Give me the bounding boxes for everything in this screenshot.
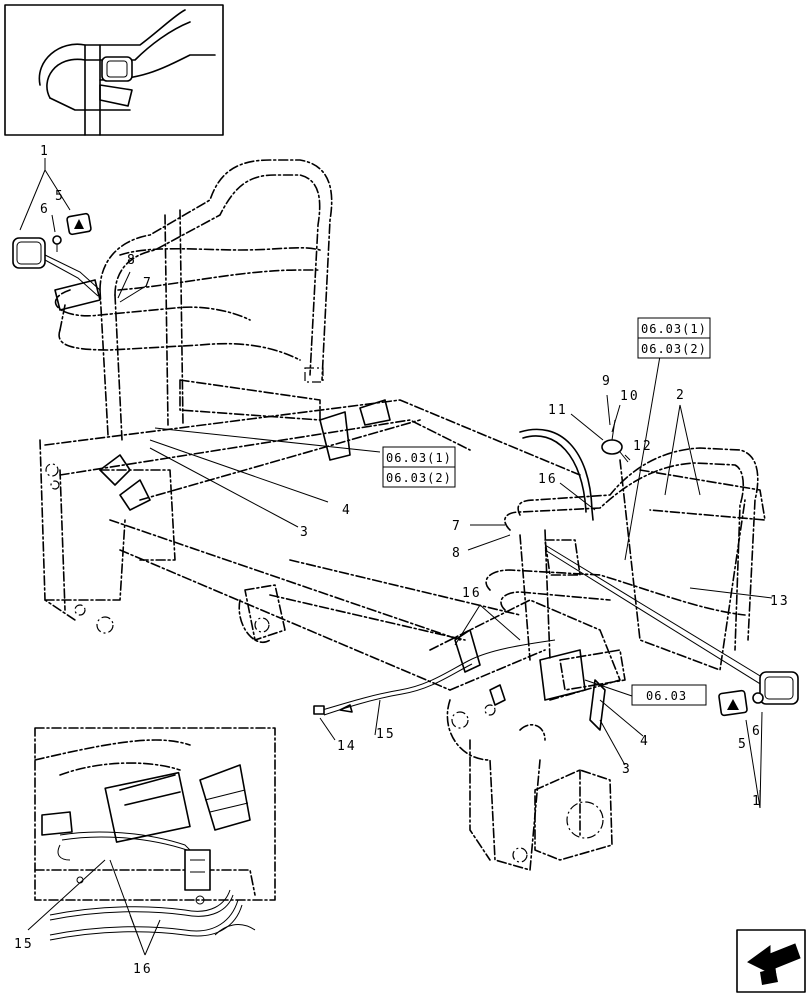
callout-5-top: 5 <box>55 189 65 204</box>
inset-detail-bottom <box>34 727 276 941</box>
callout-4-left: 4 <box>342 503 352 518</box>
lamp-right <box>718 671 799 717</box>
callout-6-right: 6 <box>752 724 762 739</box>
callout-6-top: 6 <box>40 202 50 217</box>
callout-1-right: 1 <box>752 794 762 809</box>
callout-5-right: 5 <box>738 737 748 752</box>
callout-1-top: 1 <box>40 144 50 159</box>
callout-labels: 1 5 6 8 7 4 3 9 10 11 12 2 16 7 8 13 16 … <box>14 144 790 977</box>
leader-lines <box>19 158 773 956</box>
callout-15-main: 15 <box>376 727 396 742</box>
callout-14: 14 <box>337 739 357 754</box>
handrail-left <box>54 159 333 441</box>
callout-16-mid: 16 <box>462 586 482 601</box>
lamp-left <box>12 212 101 311</box>
callout-3-left: 3 <box>300 525 310 540</box>
callout-12: 12 <box>633 439 653 454</box>
ref-06-03-1-mid: 06.03(1) <box>386 451 452 465</box>
callout-16-right: 16 <box>538 472 558 487</box>
right-assembly <box>429 419 776 871</box>
callout-15-inset: 15 <box>14 937 34 952</box>
callout-8-right: 8 <box>452 546 462 561</box>
callout-13: 13 <box>770 594 790 609</box>
callout-2: 2 <box>676 388 686 403</box>
callout-16-inset: 16 <box>133 962 153 977</box>
callout-7-left: 7 <box>143 276 153 291</box>
callout-3-right: 3 <box>622 762 632 777</box>
callout-7-right: 7 <box>452 519 462 534</box>
reference-boxes: 06.03(1) 06.03(2) 06.03(1) 06.03(2) 06.0… <box>382 317 711 706</box>
callout-11: 11 <box>548 403 568 418</box>
callout-8-left: 8 <box>127 253 137 268</box>
inset-detail-top <box>4 4 224 136</box>
arrow-icon[interactable] <box>736 929 806 993</box>
callout-10: 10 <box>620 389 640 404</box>
callout-4-right: 4 <box>640 734 650 749</box>
ref-06-03-1-top: 06.03(1) <box>641 322 707 336</box>
cable-harness <box>313 639 556 716</box>
callout-9: 9 <box>602 374 612 389</box>
main-frame <box>39 379 581 691</box>
ref-06-03-2-mid: 06.03(2) <box>386 471 452 485</box>
ref-06-03-bottom: 06.03 <box>646 689 687 703</box>
ref-06-03-2-top: 06.03(2) <box>641 342 707 356</box>
